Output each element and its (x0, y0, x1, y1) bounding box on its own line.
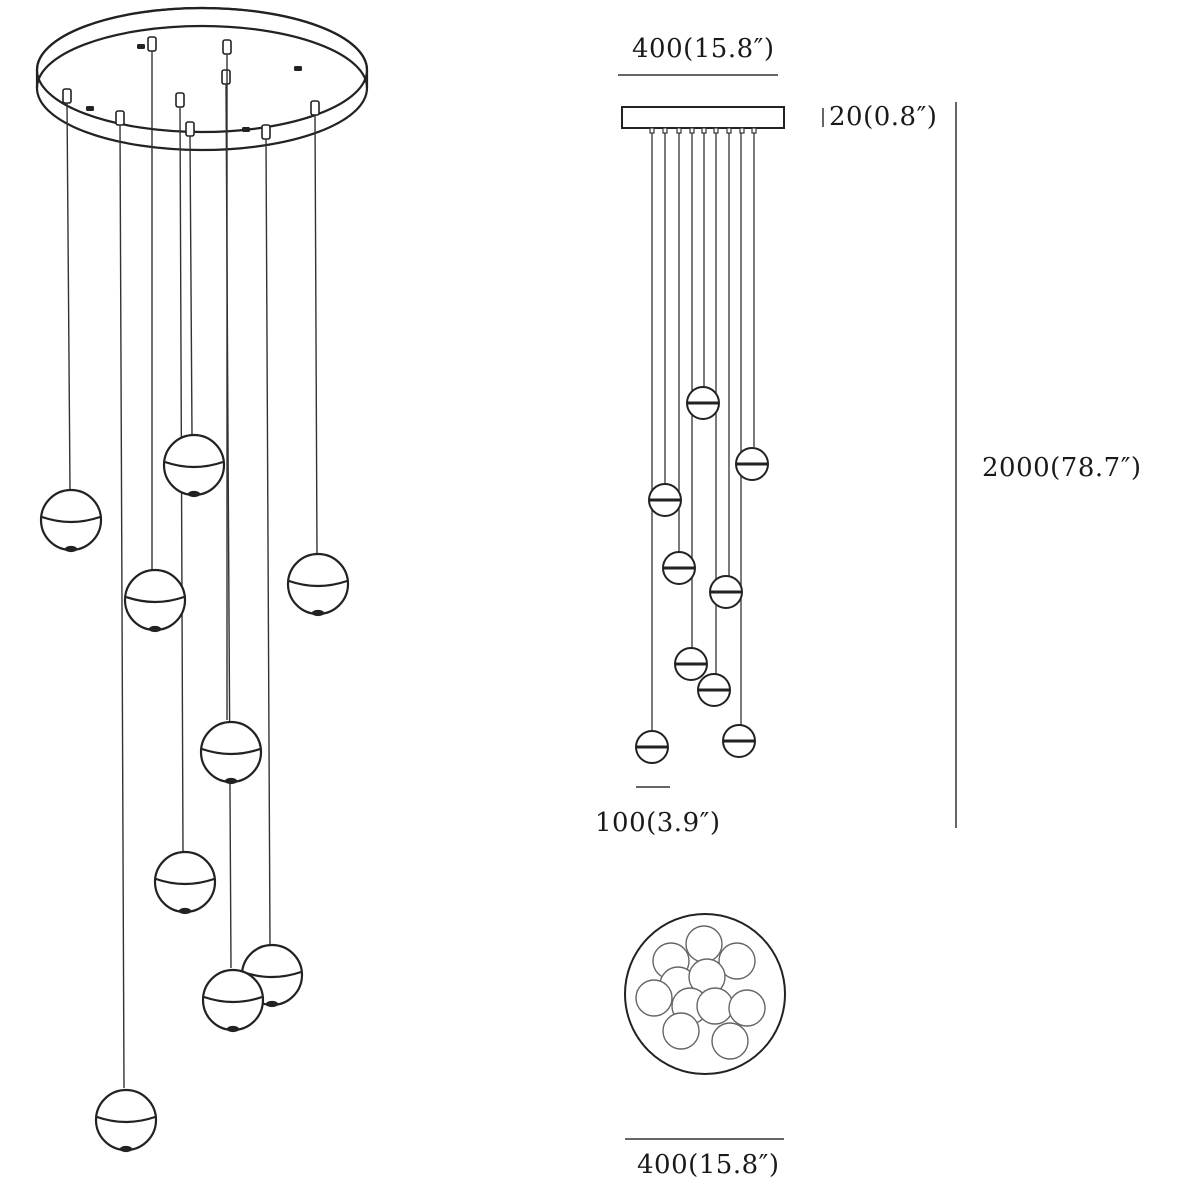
side-globe (722, 724, 756, 758)
overall-height-label: 2000(78.7″) (982, 453, 1142, 483)
side-canopy (621, 106, 785, 129)
side-globe (709, 575, 743, 609)
side-view (618, 74, 957, 828)
perspective-globe (39, 488, 103, 553)
globe-diameter-label: 100(3.9″) (595, 808, 721, 838)
perspective-wires (66, 51, 318, 1089)
perspective-globe (201, 968, 265, 1033)
side-globe (635, 730, 669, 764)
perspective-canopy (35, 6, 369, 152)
side-globe (674, 647, 708, 681)
side-globe (662, 551, 696, 585)
canopy-height-label: 20(0.8″) (829, 102, 938, 132)
side-globe (648, 483, 682, 517)
perspective-globe (94, 1088, 158, 1153)
side-globe (697, 673, 731, 707)
side-globes (635, 386, 769, 764)
perspective-globe (153, 850, 217, 915)
side-globe (735, 447, 769, 481)
perspective-view (35, 6, 369, 1153)
top-view (624, 913, 786, 1140)
top-view-diameter-label: 400(15.8″) (637, 1150, 780, 1180)
perspective-globe (162, 433, 226, 498)
side-globe (686, 386, 720, 420)
perspective-globes (39, 433, 350, 1153)
top-view-globes (635, 925, 766, 1060)
perspective-globe (123, 568, 187, 633)
perspective-globe (286, 552, 350, 617)
side-wires (651, 133, 755, 731)
canopy-width-label: 400(15.8″) (632, 34, 775, 64)
perspective-globe (199, 720, 263, 785)
